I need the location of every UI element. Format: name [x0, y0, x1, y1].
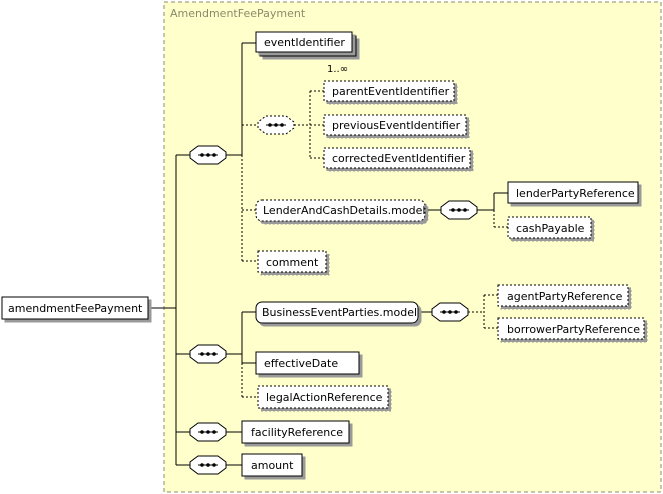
element-label: facilityReference [251, 426, 343, 439]
sequence-compositor-2 [189, 344, 227, 364]
element-label: previousEventIdentifier [332, 119, 461, 132]
element-label: borrowerPartyReference [507, 323, 640, 336]
element-event-identifier[interactable]: eventIdentifier 1..∞ [255, 31, 357, 75]
element-facility-reference[interactable]: facilityReference [241, 420, 350, 444]
element-label: legalActionReference [266, 391, 383, 404]
type-panel [163, 1, 662, 493]
sequence-compositor-1 [189, 145, 227, 165]
element-label: effectiveDate [264, 357, 338, 370]
element-cash-payable[interactable]: cashPayable [507, 216, 592, 239]
element-label: amount [251, 459, 294, 472]
root-element-amendment-fee-payment[interactable]: amendmentFeePayment [1, 296, 149, 320]
element-lender-party-reference[interactable]: lenderPartyReference [507, 181, 639, 204]
element-label: eventIdentifier [264, 36, 345, 49]
element-label: correctedEventIdentifier [332, 152, 466, 165]
element-label: agentPartyReference [507, 290, 623, 303]
group-label: BusinessEventParties.model [262, 306, 417, 319]
lender-cash-sequence-compositor [440, 200, 478, 220]
element-borrower-party-reference[interactable]: borrowerPartyReference [497, 317, 645, 340]
group-label: LenderAndCashDetails.model [263, 204, 425, 217]
element-label: parentEventIdentifier [332, 85, 450, 98]
type-panel-title: AmendmentFeePayment [170, 7, 306, 20]
group-lender-and-cash-details-model[interactable]: LenderAndCashDetails.model [255, 199, 426, 222]
element-parent-event-identifier[interactable]: parentEventIdentifier [323, 80, 455, 102]
element-amount[interactable]: amount [241, 453, 303, 477]
element-agent-party-reference[interactable]: agentPartyReference [497, 284, 629, 307]
choice-compositor [257, 115, 295, 135]
element-legal-action-reference[interactable]: legalActionReference [257, 385, 389, 409]
sequence-compositor-3 [189, 422, 227, 442]
element-label: cashPayable [516, 222, 585, 235]
connectors [148, 42, 508, 466]
cardinality-label: 1..∞ [327, 64, 348, 75]
root-element-label: amendmentFeePayment [8, 302, 143, 315]
element-effective-date[interactable]: effectiveDate [255, 351, 360, 375]
business-parties-sequence-compositor [431, 302, 469, 322]
element-previous-event-identifier[interactable]: previousEventIdentifier [323, 114, 467, 136]
sequence-compositor-4 [189, 455, 227, 475]
element-label: comment [266, 256, 319, 269]
element-label: lenderPartyReference [516, 187, 635, 200]
group-business-event-parties-model[interactable]: BusinessEventParties.model [255, 301, 419, 324]
element-corrected-event-identifier[interactable]: correctedEventIdentifier [323, 147, 471, 169]
element-comment[interactable]: comment [257, 250, 327, 273]
